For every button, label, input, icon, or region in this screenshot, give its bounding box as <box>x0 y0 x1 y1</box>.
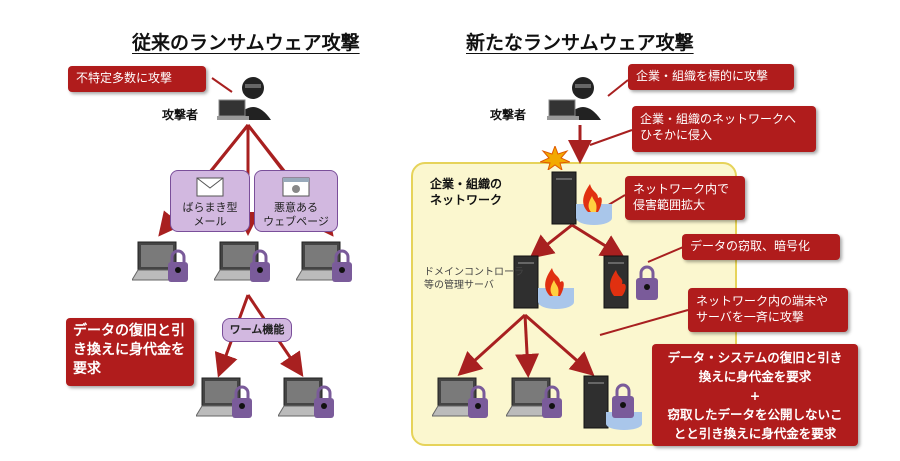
encrypted-server-icon <box>583 375 642 430</box>
worm-function-box: ワーム機能 <box>222 318 292 342</box>
victim-laptop-icon <box>296 241 352 282</box>
victim-laptop-icon <box>432 377 488 418</box>
right-callout-intrude: 企業・組織のネットワークへ ひそかに侵入 <box>632 106 816 152</box>
right-callout-mass-line2: サーバを一斉に攻撃 <box>696 310 804 324</box>
right-title: 新たなランサムウェア攻撃 <box>466 32 694 54</box>
victim-laptop-icon <box>506 377 562 418</box>
network-label-line1: 企業・組織の <box>430 177 503 191</box>
right-ransom-callout: データ・システムの復旧と引き 換えに身代金を要求 + 窃取したデータを公開しない… <box>652 344 858 446</box>
left-title: 従来のランサムウェア攻撃 <box>132 32 360 54</box>
left-ransom-line3: 要求 <box>73 361 101 377</box>
infected-server-icon <box>551 171 612 225</box>
right-callout-expand-line1: ネットワーク内で <box>633 182 730 196</box>
right-ransom-line2: 換えに身代金を要求 <box>698 369 812 384</box>
domain-controller-label-line1: ドメインコントローラ <box>424 267 524 278</box>
right-callout-expand-line2: 侵害範囲拡大 <box>633 198 706 212</box>
web-vector-line2: ウェブページ <box>263 215 329 228</box>
domain-controller-label: ドメインコントローラ 等の管理サーバ <box>424 266 524 292</box>
right-callout-mass-line1: ネットワーク内の端末や <box>696 294 829 308</box>
network-label-line2: ネットワーク <box>430 193 503 207</box>
victim-laptop-icon <box>196 377 252 418</box>
breach-burst-icon <box>540 146 570 170</box>
right-callout-expand: ネットワーク内で 侵害範囲拡大 <box>625 176 745 220</box>
mail-vector-line1: ばらまき型 <box>182 201 238 214</box>
right-ransom-line3: 窃取したデータを公開しないこ <box>667 407 843 422</box>
domain-controller-server-icon <box>513 255 574 309</box>
left-attacker-label: 攻撃者 <box>162 108 199 122</box>
left-ransom-callout: データの復旧と引 き換えに身代金を 要求 <box>66 318 194 386</box>
domain-controller-label-line2: 等の管理サーバ <box>424 280 494 291</box>
right-attacker-icon <box>547 77 601 120</box>
right-callout-intrude-line2: ひそかに侵入 <box>640 128 713 142</box>
right-callout-target: 企業・組織を標的に攻撃 <box>628 64 794 90</box>
left-ransom-line1: データの復旧と引 <box>73 323 185 339</box>
mail-vector-line2: メール <box>193 215 227 228</box>
malicious-webpage-icon <box>282 177 310 197</box>
worm-function-text: ワーム機能 <box>229 323 285 336</box>
web-vector-line1: 悪意ある <box>274 201 318 214</box>
encrypted-server-icon <box>603 255 658 309</box>
envelope-icon <box>196 177 224 197</box>
victim-laptop-icon <box>214 241 270 282</box>
victim-laptop-icon <box>132 241 188 282</box>
network-label: 企業・組織の ネットワーク <box>430 176 502 208</box>
left-callout-target: 不特定多数に攻撃 <box>68 66 206 92</box>
right-attacker-label: 攻撃者 <box>490 108 527 122</box>
right-callout-steal-text: データの窃取、暗号化 <box>690 239 811 253</box>
right-ransom-plus: + <box>749 388 761 403</box>
right-ransom-line1: データ・システムの復旧と引き <box>667 350 843 365</box>
mail-vector-box: ばらまき型 メール <box>170 170 250 232</box>
victim-laptop-icon <box>278 377 334 418</box>
right-callout-steal: データの窃取、暗号化 <box>682 234 840 260</box>
left-callout-target-text: 不特定多数に攻撃 <box>76 71 173 85</box>
left-attacker-icon <box>217 77 271 120</box>
left-ransom-line2: き換えに身代金を <box>73 342 185 358</box>
right-callout-mass-attack: ネットワーク内の端末や サーバを一斉に攻撃 <box>688 288 848 332</box>
web-vector-box: 悪意ある ウェブページ <box>254 170 338 232</box>
right-callout-target-text: 企業・組織を標的に攻撃 <box>636 69 769 83</box>
right-callout-intrude-line1: 企業・組織のネットワークへ <box>640 112 797 126</box>
right-ransom-line4: とと引き換えに身代金を要求 <box>673 426 837 441</box>
